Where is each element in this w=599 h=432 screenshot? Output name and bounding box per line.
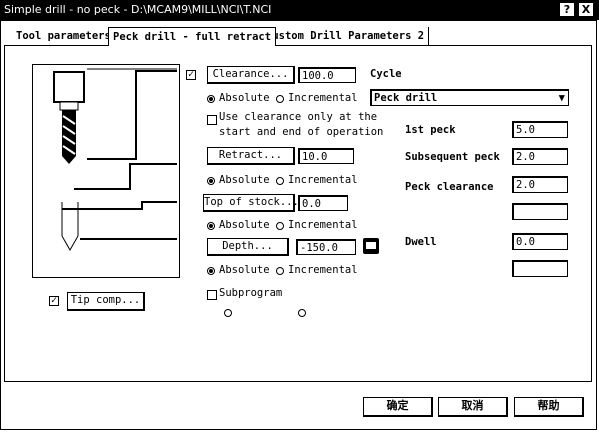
subsequent-peck-label: Subsequent peck [405, 151, 500, 163]
top-of-stock-absolute-label: Absolute [219, 219, 270, 231]
chevron-down-icon[interactable]: ▼ [558, 92, 565, 104]
subprogram-option-1-radio[interactable] [224, 309, 232, 317]
cycle-label: Cycle [370, 68, 402, 80]
top-of-stock-incremental-radio[interactable] [276, 222, 284, 230]
clearance-checkbox[interactable]: ✓ [186, 70, 196, 80]
window-title: Simple drill - no peck - D:\MCAM9\MILL\N… [4, 3, 272, 16]
subprogram-option-2-radio[interactable] [298, 309, 306, 317]
use-clearance-checkbox[interactable] [207, 115, 217, 125]
tab-panel [4, 45, 592, 382]
help-button[interactable]: ? [559, 2, 575, 17]
depth-incremental-radio[interactable] [276, 267, 284, 275]
top-of-stock-input[interactable]: 0.0 [298, 195, 348, 211]
tip-comp-button[interactable]: Tip comp... [67, 292, 145, 311]
depth-button[interactable]: Depth... [207, 238, 289, 256]
retract-incremental-radio[interactable] [276, 177, 284, 185]
first-peck-label: 1st peck [405, 124, 456, 136]
depth-incremental-label: Incremental [288, 264, 358, 276]
first-peck-input[interactable]: 5.0 [512, 121, 568, 138]
clearance-input[interactable]: 100.0 [298, 67, 356, 83]
help-dialog-button[interactable]: 帮助 [514, 397, 584, 417]
clearance-button[interactable]: Clearance... [207, 66, 295, 84]
subprogram-checkbox[interactable] [207, 290, 217, 300]
dialog-frame [0, 20, 597, 430]
subsequent-peck-input[interactable]: 2.0 [512, 148, 568, 165]
cycle-select[interactable]: Peck drill ▼ [370, 89, 569, 106]
extra-param-input-2[interactable] [512, 260, 568, 277]
title-bar [0, 0, 599, 20]
check-icon: ✓ [187, 69, 195, 80]
top-of-stock-incremental-label: Incremental [288, 219, 358, 231]
drill-illustration-icon [32, 64, 180, 278]
tab-peck-drill[interactable]: Peck drill - full retract [108, 27, 277, 46]
extra-param-input-1[interactable] [512, 203, 568, 220]
dwell-label: Dwell [405, 236, 437, 248]
depth-absolute-label: Absolute [219, 264, 270, 276]
depth-input[interactable]: -150.0 [296, 239, 356, 255]
top-of-stock-absolute-radio[interactable] [207, 222, 215, 230]
cancel-button[interactable]: 取消 [438, 397, 508, 417]
cycle-selected-value: Peck drill [374, 92, 438, 104]
ok-button[interactable]: 确定 [363, 397, 433, 417]
subprogram-label: Subprogram [219, 287, 283, 299]
tip-comp-checkbox[interactable]: ✓ [49, 295, 59, 306]
calculator-icon[interactable] [363, 238, 379, 254]
dwell-input[interactable]: 0.0 [512, 233, 568, 250]
tab-tool-parameters[interactable]: Tool parameters [16, 30, 111, 42]
close-button[interactable]: X [578, 2, 594, 17]
use-clearance-label-2: start and end of operation [219, 126, 384, 138]
clearance-incremental-radio[interactable] [276, 95, 284, 103]
retract-absolute-label: Absolute [219, 174, 270, 186]
clearance-incremental-label: Incremental [288, 92, 358, 104]
clearance-absolute-label: Absolute [219, 92, 270, 104]
peck-clearance-label: Peck clearance [405, 181, 494, 193]
retract-input[interactable]: 10.0 [298, 148, 354, 164]
peck-clearance-input[interactable]: 2.0 [512, 176, 568, 193]
retract-absolute-radio[interactable] [207, 177, 215, 185]
top-of-stock-button[interactable]: Top of stock... [203, 194, 299, 212]
clearance-absolute-radio[interactable] [207, 95, 215, 103]
depth-absolute-radio[interactable] [207, 267, 215, 275]
retract-button[interactable]: Retract... [207, 147, 295, 165]
retract-incremental-label: Incremental [288, 174, 358, 186]
tab-custom-drill[interactable]: Custom Drill Parameters 2 [262, 27, 430, 45]
use-clearance-label-1: Use clearance only at the [219, 111, 378, 123]
